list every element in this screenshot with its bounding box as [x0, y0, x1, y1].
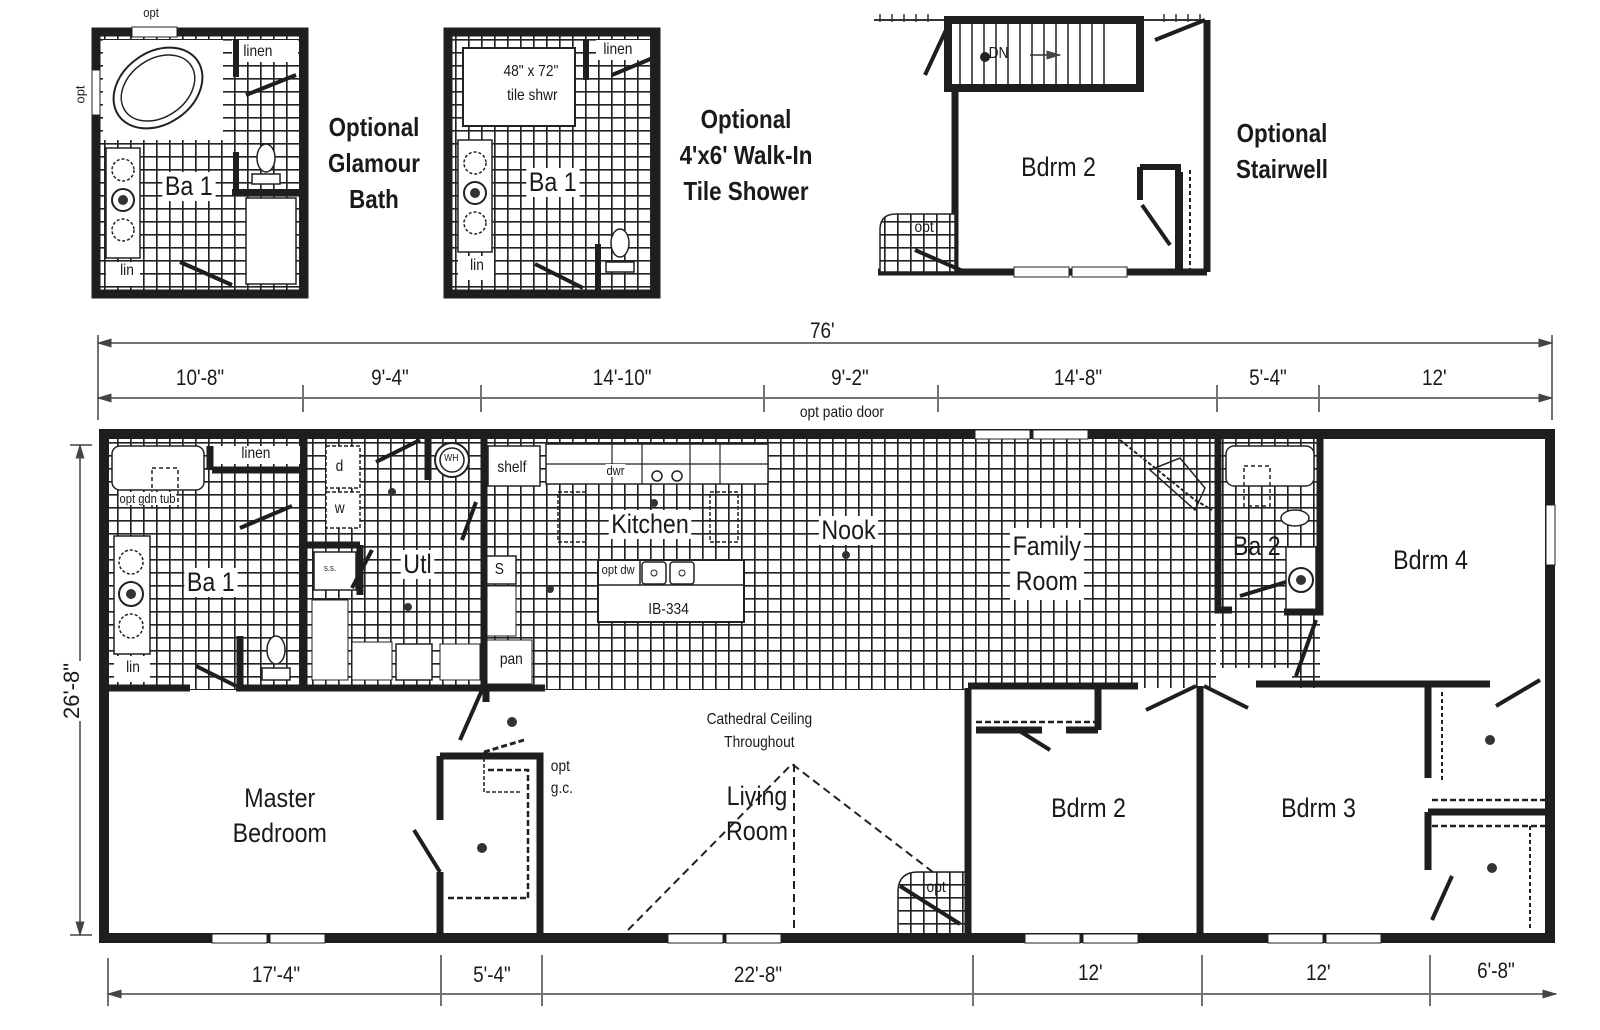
- opt-fireplace-label: opt: [926, 879, 946, 896]
- pantry-label: pan: [499, 651, 524, 668]
- nook-label: Nook: [818, 516, 879, 545]
- bottom-dim-2: 5'-4": [471, 962, 513, 987]
- shelf-label: shelf: [496, 459, 528, 476]
- dwr-label: dwr: [605, 463, 626, 478]
- opt-window-label: opt: [142, 5, 160, 20]
- s-label: S: [493, 561, 505, 578]
- top-dim-1: 10'-8": [174, 365, 226, 390]
- optional-stairwell-plan: [874, 14, 1211, 278]
- bottom-dim-5: 12': [1304, 960, 1333, 985]
- ba1-label: Ba 1: [184, 568, 238, 597]
- ba1-label: Ba 1: [162, 172, 216, 201]
- optional-glamour-bath-plan: [91, 26, 309, 299]
- dimension-lines: [70, 335, 1556, 1006]
- top-dim-5: 14'-8": [1052, 365, 1104, 390]
- stairs-down-label: DN: [988, 45, 1009, 62]
- bottom-dim-6: 6'-8": [1475, 958, 1517, 983]
- shower-type-label: tile shwr: [506, 87, 559, 104]
- utility-sink-label: s.s.: [323, 563, 337, 573]
- shower-size-label: 48" x 72": [502, 63, 560, 80]
- ba1-label: Ba 1: [526, 168, 580, 197]
- lin-label: lin: [469, 257, 485, 274]
- bdrm3-label: Bdrm 3: [1278, 794, 1359, 823]
- overall-width-dim: 76': [808, 318, 837, 343]
- opt-side-label: opt: [72, 84, 88, 105]
- lin-label: lin: [125, 659, 141, 676]
- opt-patio-door-note: opt patio door: [798, 404, 885, 421]
- bottom-dim-4: 12': [1076, 960, 1105, 985]
- top-dim-6: 5'-4": [1247, 365, 1289, 390]
- opt-gc-label: opt g.c.: [549, 756, 574, 801]
- dryer-label: d: [334, 458, 345, 475]
- ba2-label: Ba 2: [1232, 531, 1281, 561]
- island-label: IB-334: [647, 601, 690, 618]
- bdrm2-label: Bdrm 2: [1048, 794, 1129, 823]
- washer-label: w: [333, 500, 346, 517]
- bdrm4-label: Bdrm 4: [1390, 546, 1471, 575]
- bottom-dim-1: 17'-4": [250, 962, 302, 987]
- linen-label: linen: [602, 41, 634, 58]
- lin-label: lin: [119, 262, 135, 279]
- bottom-dim-3: 22'-8": [732, 962, 784, 987]
- overall-depth-dim: 26'-8": [59, 660, 85, 722]
- walk-in-shower-title: Optional 4'x6' Walk-In Tile Shower: [679, 104, 813, 206]
- family-room-label: Family Room: [1009, 528, 1084, 601]
- stairwell-title: Optional Stairwell: [1236, 118, 1328, 184]
- top-dim-2: 9'-4": [369, 365, 411, 390]
- living-room-label: Living Room: [726, 781, 788, 847]
- kitchen-label: Kitchen: [608, 510, 692, 539]
- top-dim-3: 14'-10": [591, 365, 654, 390]
- top-dim-4: 9'-2": [829, 365, 871, 390]
- opt-label: opt: [914, 219, 934, 236]
- master-bedroom-label: Master Bedroom: [230, 780, 330, 853]
- opt-dw-label: opt dw: [600, 562, 636, 577]
- glamour-bath-title: Optional Glamour Bath: [328, 112, 420, 214]
- linen-label: linen: [240, 445, 272, 462]
- opt-gdn-tub-label: opt gdn tub: [118, 491, 177, 506]
- utl-label: Utl: [400, 550, 435, 579]
- top-dim-7: 12': [1420, 365, 1449, 390]
- cathedral-ceiling-note: Cathedral Ceiling Throughout: [706, 711, 813, 752]
- linen-label: linen: [242, 43, 274, 60]
- main-floor-plan: [99, 429, 1556, 944]
- water-heater-label: WH: [443, 453, 460, 464]
- bdrm2-label: Bdrm 2: [1018, 153, 1099, 182]
